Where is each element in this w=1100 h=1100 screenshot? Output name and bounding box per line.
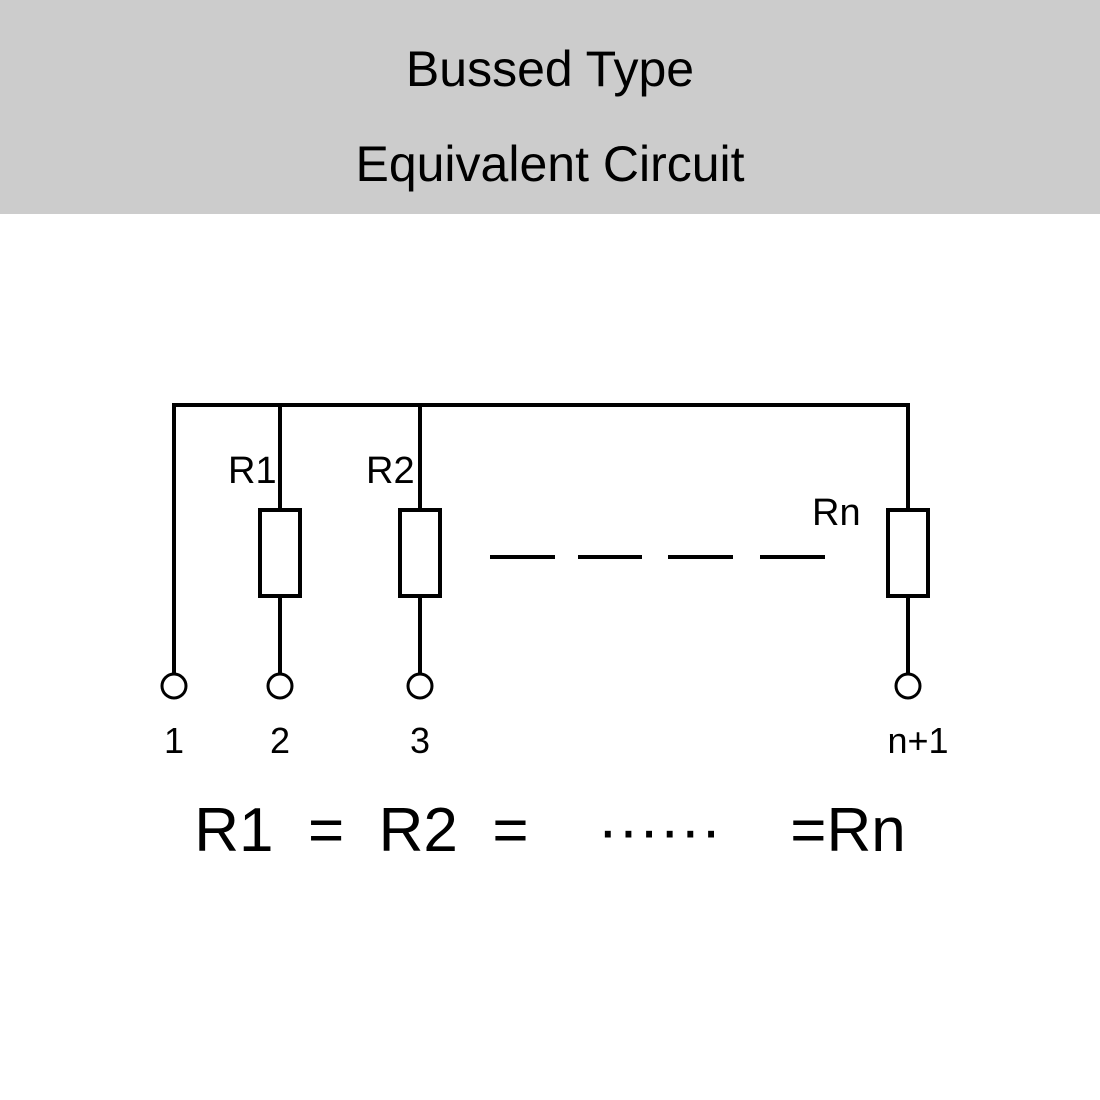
terminal-label-n-plus-1: n+1 <box>887 720 949 761</box>
terminal-circle-n <box>894 672 922 700</box>
resistor-label-r1: R1 <box>228 450 277 492</box>
terminal-label-2: 2 <box>269 720 291 761</box>
resistor-label-rn: Rn <box>812 492 861 534</box>
resistor-body-rn <box>886 508 930 598</box>
resistor-body-r2 <box>398 508 442 598</box>
header-band: Bussed Type Equivalent Circuit <box>0 0 1100 214</box>
resistor-label-r2: R2 <box>366 450 415 492</box>
page-title-line1: Bussed Type <box>405 41 695 97</box>
page-title-line2: Equivalent Circuit <box>355 136 745 192</box>
equation-text: R1 = R2 = ······ =Rn <box>194 796 906 865</box>
terminal-circle-3 <box>406 672 434 700</box>
terminal-label-3: 3 <box>409 720 431 761</box>
resistor-body-r1 <box>258 508 302 598</box>
terminal-circle-1 <box>160 672 188 700</box>
terminal-label-1: 1 <box>163 720 185 761</box>
terminal-circle-2 <box>266 672 294 700</box>
